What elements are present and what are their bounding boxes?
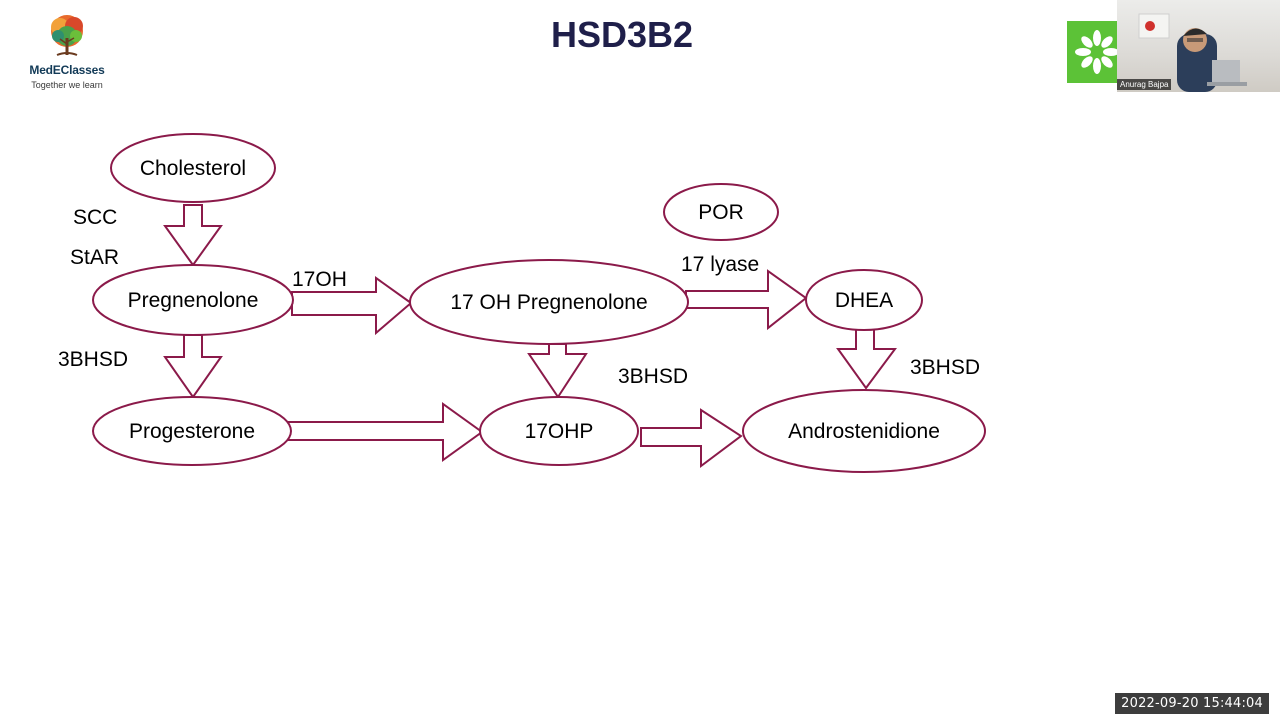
arrow-pregnenolone-to-17oh-pregnenolone bbox=[291, 276, 413, 336]
enzyme-3bhsd-middle: 3BHSD bbox=[618, 365, 688, 388]
node-17oh-pregnenolone-shape bbox=[409, 259, 689, 345]
logo-tagline: Together we learn bbox=[31, 80, 103, 90]
arrow-17oh-pregnenolone-to-17ohp bbox=[527, 343, 588, 399]
node-progesterone-shape bbox=[92, 396, 292, 466]
green-badge bbox=[1067, 21, 1119, 83]
node-dhea-shape bbox=[805, 269, 923, 331]
enzyme-3bhsd-right: 3BHSD bbox=[910, 356, 980, 379]
enzyme-17-lyase: 17 lyase bbox=[681, 253, 759, 276]
arrow-dhea-to-androstenidione bbox=[836, 328, 897, 390]
node-17ohp-shape bbox=[479, 396, 639, 466]
enzyme-17oh: 17OH bbox=[292, 268, 347, 291]
node-dhea: DHEA bbox=[835, 289, 893, 312]
node-androstenidione-shape bbox=[742, 389, 986, 473]
presenter-video-frame bbox=[1138, 13, 1247, 92]
node-pregnenolone: Pregnenolone bbox=[128, 289, 259, 312]
recording-timestamp: 2022-09-20 15:44:04 bbox=[1115, 693, 1269, 714]
arrow-pregnenolone-to-progesterone bbox=[163, 334, 223, 399]
node-17oh-pregnenolone: 17 OH Pregnenolone bbox=[450, 291, 647, 314]
presenter-video: Anurag Bajpa bbox=[1117, 0, 1280, 92]
node-17ohp: 17OHP bbox=[525, 420, 594, 443]
node-cholesterol-shape bbox=[110, 133, 276, 203]
logo-name: MedEClasses bbox=[29, 63, 105, 77]
arrow-17ohp-to-androstenidione bbox=[640, 408, 743, 468]
flower-icon bbox=[1075, 30, 1119, 74]
node-por-shape bbox=[663, 183, 779, 241]
presenter-name: Anurag Bajpa bbox=[1117, 79, 1172, 90]
arrow-cholesterol-to-pregnenolone bbox=[163, 204, 223, 267]
enzyme-scc: SCC bbox=[73, 206, 117, 229]
arrow-progesterone-to-17ohp bbox=[285, 402, 484, 462]
node-pregnenolone-shape bbox=[92, 264, 294, 336]
node-androstenidione: Androstenidione bbox=[788, 420, 940, 443]
enzyme-star: StAR bbox=[70, 246, 119, 269]
arrow-17oh-pregnenolone-to-dhea bbox=[685, 269, 808, 331]
enzyme-3bhsd-left: 3BHSD bbox=[58, 348, 128, 371]
slide-title: HSD3B2 bbox=[550, 14, 694, 55]
node-por: POR bbox=[698, 201, 744, 224]
medeclasses-logo: MedEClasses Together we learn bbox=[26, 14, 108, 90]
node-cholesterol: Cholesterol bbox=[140, 157, 246, 180]
tree-logo-icon bbox=[51, 15, 83, 56]
node-progesterone: Progesterone bbox=[129, 420, 255, 443]
